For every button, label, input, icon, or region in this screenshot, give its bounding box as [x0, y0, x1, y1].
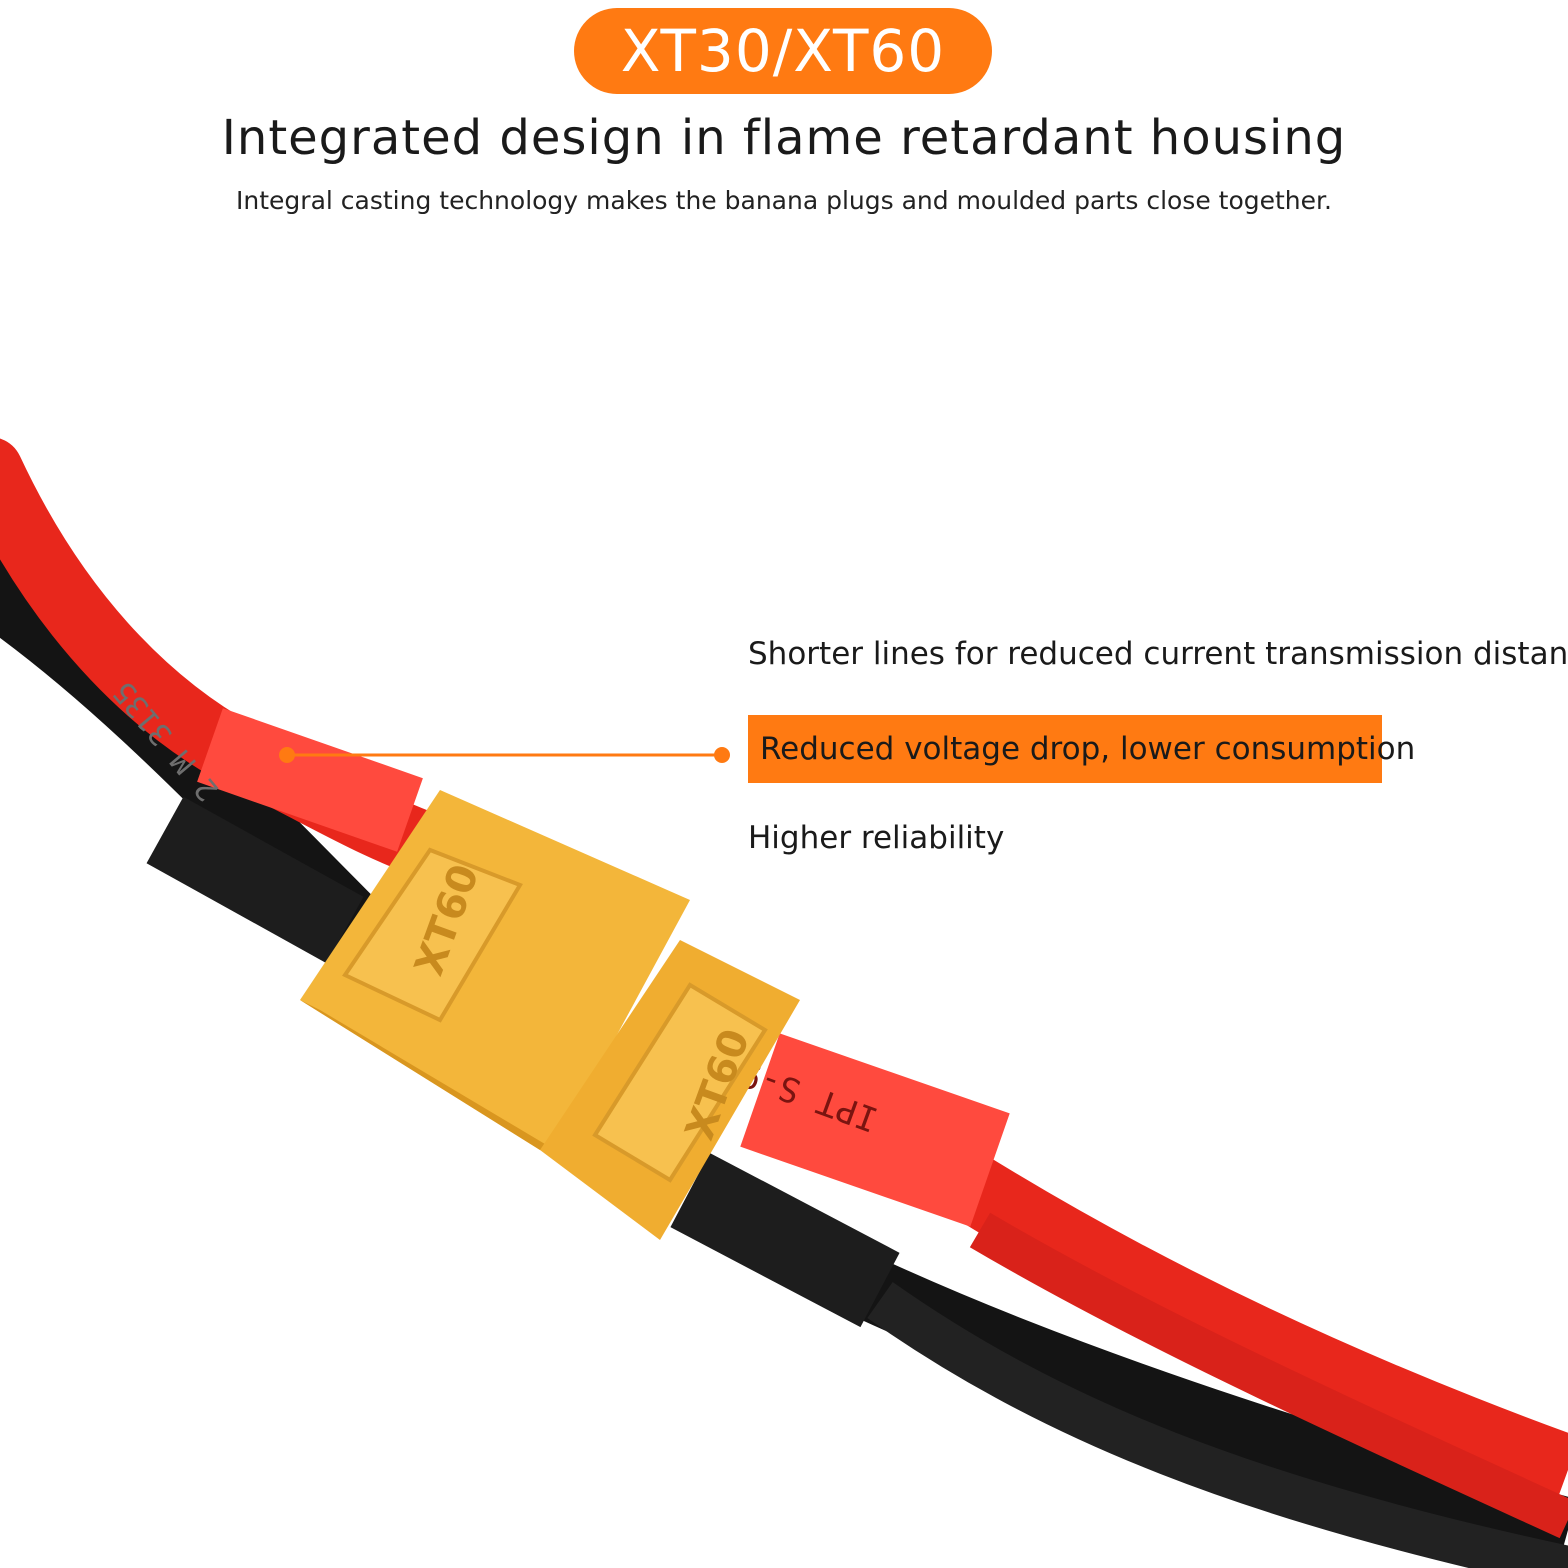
red-heat-shrink-right [740, 1033, 1010, 1227]
xt60-male-housing: XT60 [300, 790, 690, 1150]
product-badge: XT30/XT60 [574, 8, 992, 94]
feature-reduced-voltage-drop: Reduced voltage drop, lower consumption [748, 715, 1415, 783]
callout-dot-start [279, 747, 295, 763]
xt60-female-housing: XT60 [540, 940, 800, 1240]
feature-higher-reliability: Higher reliability [748, 820, 1005, 856]
red-wire-right-2 [969, 1212, 1568, 1539]
red-heat-shrink-left [197, 708, 423, 852]
feature-shorter-lines: Shorter lines for reduced current transm… [748, 636, 1568, 672]
callout-dot-end [714, 747, 730, 763]
black-wire-right-2 [867, 1282, 1568, 1568]
page-subtitle: Integral casting technology makes the ba… [236, 186, 1332, 215]
red-wire-right [941, 1150, 1568, 1503]
black-heat-shrink-right [670, 1152, 900, 1328]
page-title: Integrated design in flame retardant hou… [221, 110, 1347, 166]
black-heat-shrink-left [146, 796, 364, 964]
